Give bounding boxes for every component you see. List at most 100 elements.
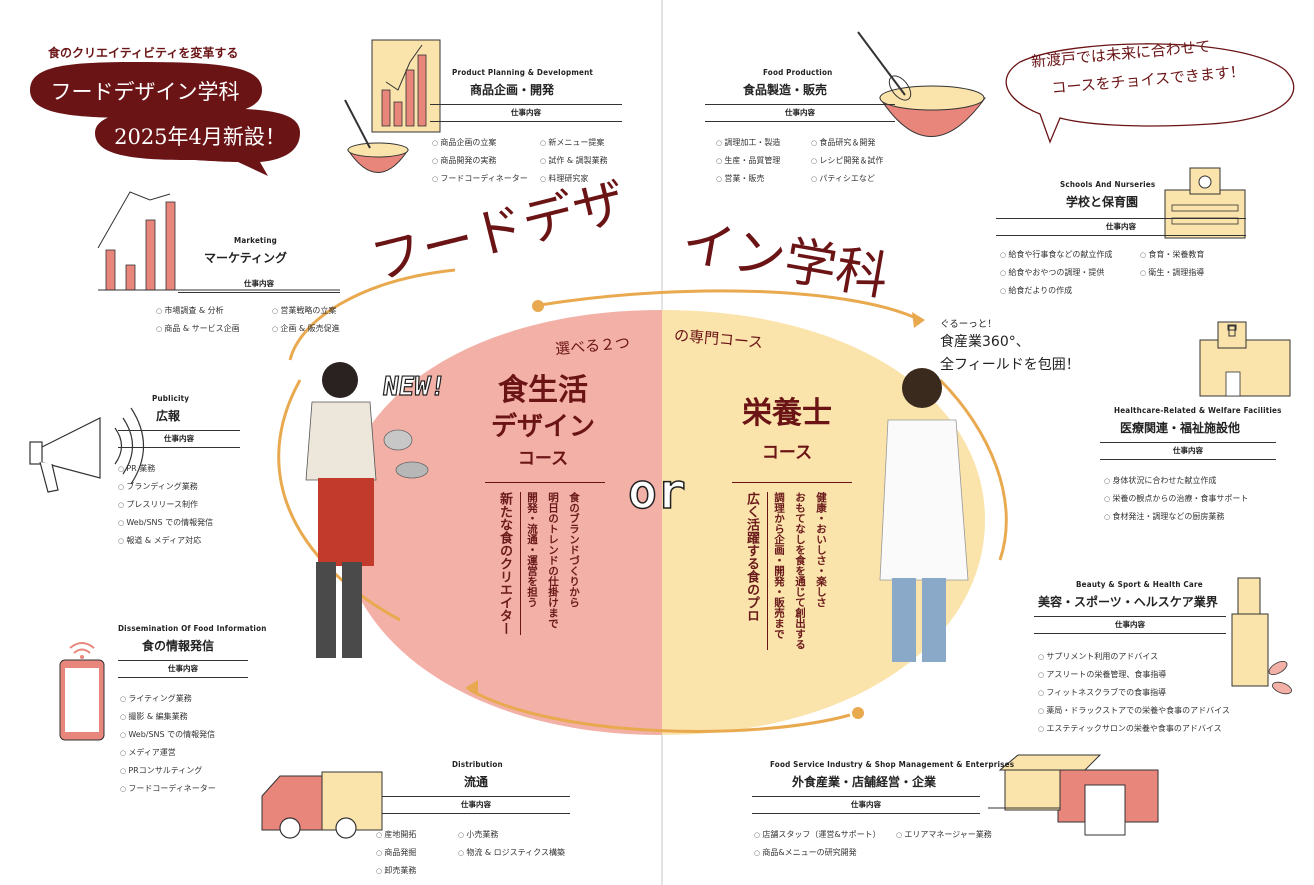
section-health: Healthcare-Related & Welfare Facilities … (1100, 406, 1282, 460)
section-school-en: Schools And Nurseries (1060, 180, 1156, 189)
section-publicity-ja: 広報 (156, 409, 181, 423)
smartphone-icon (59, 642, 105, 741)
section-foodprod-label: 仕事内容 (705, 104, 895, 122)
list-item: 小売業務 (458, 826, 565, 844)
section-distribution-ja: 流通 (464, 775, 489, 789)
orbit-dot-top (532, 300, 544, 312)
product-chart-icon (371, 39, 441, 133)
distribution-list-2: 小売業務 物流 & ロジスティクス構築 (458, 826, 565, 862)
list-item: 商品発掘 (376, 844, 416, 862)
list-item: 給食やおやつの調理・提供 (1000, 264, 1112, 282)
foodprod-list-2: 食品研究＆開発 レシピ開発＆試作 パティシエなど (811, 134, 883, 188)
section-product-ja: 商品企画・開発 (470, 83, 555, 97)
list-item: 商品 & サービス企画 (156, 320, 239, 338)
section-foodprod-en: Food Production (763, 68, 833, 77)
distribution-list-1: 産地開拓 商品発掘 卸売業務 (376, 826, 416, 880)
list-item: 料理研究家 (540, 170, 608, 188)
course-right-name2: コース (761, 443, 813, 463)
orbit-dot-bottom (852, 707, 864, 719)
section-info-ja: 食の情報発信 (142, 639, 215, 653)
list-item: レシピ開発＆試作 (811, 152, 883, 170)
list-item: 食品研究＆開発 (811, 134, 883, 152)
list-item: 商品&メニューの研究開発 (754, 844, 881, 862)
list-item: エリアマネージャー業務 (896, 826, 991, 844)
list-item: PR 業務 (118, 460, 213, 478)
list-item: 衛生・調理指導 (1140, 264, 1204, 282)
course-left-desc-2: 開発・流通・運営を担う (520, 492, 540, 635)
new-label: NEW! (380, 371, 448, 402)
list-item: 給食や行事食などの献立作成 (1000, 246, 1112, 264)
course-right-desc-3: おもてなしを食を通じて創出する (794, 492, 806, 650)
course-left-name1: 食生活 (498, 373, 588, 408)
supplement-bottle-icon (1231, 577, 1292, 695)
orbit-arrowhead-2 (465, 680, 478, 696)
whisk-bowl-icon-small (344, 99, 409, 173)
course-left-desc: 新たな食のクリエイター 開発・流通・運営を担う 明日のトレンドの仕掛けまで 食の… (495, 492, 582, 635)
section-beauty-label: 仕事内容 (1034, 616, 1226, 634)
industry-360-small: ぐるーっと！ (940, 319, 997, 330)
nutritionist-figure (879, 368, 969, 662)
truck-icon (261, 771, 383, 839)
course-left-name2: デザイン (490, 412, 595, 442)
list-item: 商品開発の実務 (432, 152, 528, 170)
section-publicity-label: 仕事内容 (118, 430, 240, 448)
list-item: 物流 & ロジスティクス構築 (458, 844, 565, 862)
list-item: フードコーディネーター (432, 170, 527, 188)
course-right-desc-2: 調理から企画・開発・販売まで (767, 492, 787, 650)
chef-figure (305, 362, 429, 658)
list-item: 給食だよりの作成 (1000, 282, 1112, 300)
section-marketing-ja: マーケティング (204, 251, 288, 265)
section-marketing-en: Marketing (234, 236, 278, 245)
course-left-desc-4: 食のブランドづくりから (568, 492, 580, 608)
list-item: 商品企画の立案 (432, 134, 528, 152)
foodprod-list-1: 調理加工・製造 生産・品質管理 営業・販売 (716, 134, 780, 188)
publicity-list: PR 業務 ブランディング業務 プレスリリース制作 Web/SNS での情報発信… (118, 460, 213, 550)
or-label: or (627, 463, 686, 521)
section-beauty: Beauty & Sport & Health Care 美容・スポーツ・ヘルス… (1034, 580, 1226, 634)
section-beauty-ja: 美容・スポーツ・ヘルスケア業界 (1038, 595, 1218, 609)
list-item: メディア運営 (120, 744, 216, 762)
list-item: 産地開拓 (376, 826, 416, 844)
tagline: 食のクリエイティビティを変革する (48, 46, 239, 60)
section-health-en: Healthcare-Related & Welfare Facilities (1114, 406, 1282, 415)
list-item: プレスリリース制作 (118, 496, 213, 514)
health-list: 身体状況に合わせた献立作成 栄養の観点からの治療・食事サポート 食材発注・調理な… (1104, 472, 1248, 526)
list-item: 営業戦略の立案 (272, 302, 340, 320)
orbit-arrowhead (912, 312, 925, 328)
section-school-label: 仕事内容 (996, 218, 1246, 236)
course-left-desc-3: 明日のトレンドの仕掛けまで (547, 492, 559, 629)
hospital-building-icon (1199, 321, 1291, 397)
list-item: 食育・栄養教育 (1140, 246, 1204, 264)
course-right-rule (732, 482, 852, 483)
list-item: 店舗スタッフ（運営&サポート） (754, 826, 880, 844)
school-list-1: 給食や行事食などの献立作成 給食やおやつの調理・提供 給食だよりの作成 (1000, 246, 1112, 300)
beauty-list: サプリメント利用のアドバイス アスリートの栄養管理、食事指導 フィットネスクラブ… (1038, 648, 1230, 738)
badge-shapes (30, 62, 300, 176)
course-right-desc-1: 広く活躍する食のプロ (744, 492, 759, 622)
school-building-icon (1164, 167, 1246, 239)
marketing-chart-icon (97, 191, 340, 291)
list-item: 薬局・ドラックストアでの栄養や食事のアドバイス (1038, 702, 1230, 720)
product-list-1: 商品企画の立案 商品開発の実務 フードコーディネーター (432, 134, 528, 188)
list-item: 企画 & 販売促進 (272, 320, 339, 338)
section-product: Product Planning & Development 商品企画・開発 仕… (430, 68, 622, 122)
section-foodservice-ja: 外食産業・店舗経営・企業 (792, 775, 937, 789)
section-info: Dissemination Of Food Information 食の情報発信… (118, 624, 266, 678)
info-list: ライティング業務 撮影 & 編集業務 Web/SNS での情報発信 メディア運営… (120, 690, 216, 798)
list-item: 撮影 & 編集業務 (120, 708, 216, 726)
section-distribution-label: 仕事内容 (382, 796, 570, 814)
section-marketing-label: 仕事内容 (178, 276, 340, 293)
list-item: フィットネスクラブでの食事指導 (1038, 684, 1230, 702)
section-foodservice-en: Food Service Industry & Shop Management … (770, 760, 1015, 769)
industry-360-line1: 食産業360°、 (940, 334, 1030, 350)
list-item: 調理加工・製造 (716, 134, 780, 152)
industry-360: ぐるーっと！ 食産業360°、 全フィールドを包囲！ (940, 316, 1080, 376)
list-item: 新メニュー提案 (540, 134, 608, 152)
list-item: エステティックサロンの栄養や食事のアドバイス (1038, 720, 1230, 738)
marketing-list-2: 営業戦略の立案 企画 & 販売促進 (272, 302, 340, 338)
whisk-bowl-icon (857, 31, 986, 137)
school-list-2: 食育・栄養教育 衛生・調理指導 (1140, 246, 1204, 282)
list-item: Web/SNS での情報発信 (120, 726, 216, 744)
list-item: 生産・品質管理 (716, 152, 780, 170)
